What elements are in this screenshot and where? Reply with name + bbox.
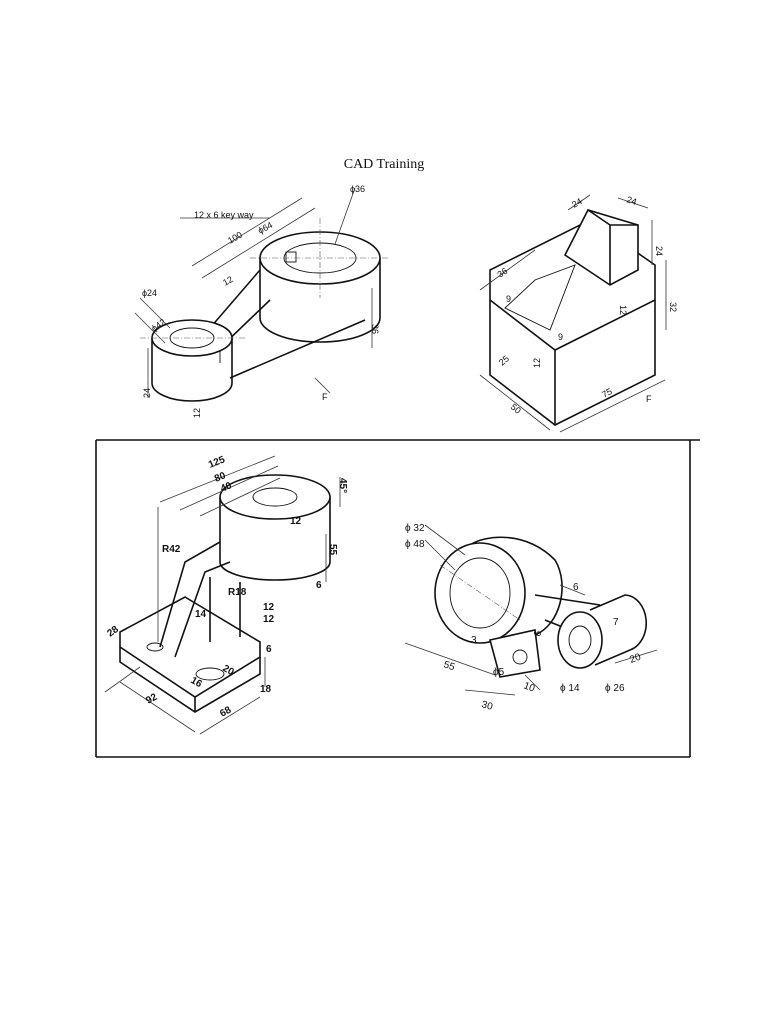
label-9a: 9	[506, 294, 511, 304]
label-20: 20	[628, 652, 643, 666]
label-45deg: 45°	[337, 478, 348, 493]
label-d64: ϕ64	[256, 220, 274, 236]
label-12b: 12	[263, 602, 275, 613]
label-18: 18	[260, 684, 272, 695]
label-12b: 12	[192, 408, 202, 418]
label-d32: ϕ 32	[405, 523, 425, 534]
label-6b: 6	[532, 629, 544, 638]
label-d26: ϕ 26	[605, 683, 625, 694]
label-92: 92	[144, 692, 159, 707]
label-d5: ϕ5	[493, 667, 505, 678]
label-6a: 6	[316, 580, 322, 591]
label-d24: ϕ24	[142, 288, 157, 298]
label-r42: R42	[162, 544, 181, 555]
label-d36: ϕ36	[350, 184, 365, 194]
label-6a: 6	[573, 582, 579, 593]
label-28: 28	[105, 624, 121, 640]
label-12c: 12	[263, 614, 275, 625]
label-3: 3	[471, 635, 477, 646]
label-12a: 12	[618, 305, 628, 315]
label-6b: 6	[266, 644, 272, 655]
label-d14: ϕ 14	[560, 683, 580, 694]
label-125: 125	[207, 454, 227, 471]
stepped-block-drawing: 24 24 24 36 9 9 12 32 25 12 50 75 F	[479, 194, 678, 433]
label-80: 80	[213, 470, 228, 485]
label-20: 20	[221, 663, 237, 678]
label-36: 36	[495, 266, 509, 280]
label-68: 68	[218, 705, 233, 720]
label-30: 30	[480, 699, 494, 713]
label-36: 36	[370, 324, 380, 334]
label-100: 100	[226, 230, 244, 246]
label-14: 14	[195, 609, 207, 620]
label-50: 50	[509, 402, 523, 416]
label-40: 40	[219, 480, 234, 495]
label-24c: 24	[654, 246, 664, 256]
label-f: F	[646, 394, 652, 404]
page-title: CAD Training	[343, 157, 425, 172]
label-f: F	[322, 392, 328, 402]
bearing-bracket-drawing: 125 80 40 45° 12 55 6 R42 R18 14 12 12 2…	[104, 454, 348, 735]
label-10: 10	[522, 680, 537, 694]
eccentric-link-drawing: ϕ 32 ϕ 48 6 7 3 6 ϕ5 55 10 20 ϕ 14 ϕ 26 …	[404, 523, 658, 713]
label-25: 25	[497, 353, 511, 367]
label-55: 55	[327, 544, 338, 556]
label-32: 32	[668, 302, 678, 312]
label-keyway: 12 x 6 key way	[194, 210, 254, 220]
label-12a: 12	[221, 274, 235, 288]
label-75: 75	[600, 386, 614, 400]
lever-arm-drawing: 12 x 6 key way ϕ36 ϕ64 100 12 ϕ24 ϕ42 36…	[134, 184, 390, 418]
label-55: 55	[442, 659, 456, 673]
label-r18: R18	[228, 587, 247, 598]
label-12b: 12	[532, 358, 542, 368]
label-9b: 9	[558, 332, 563, 342]
label-24: 24	[142, 388, 152, 398]
label-16: 16	[189, 675, 205, 690]
label-24b: 24	[625, 194, 638, 207]
label-24a: 24	[570, 196, 584, 210]
label-7: 7	[613, 617, 619, 628]
label-d48: ϕ 48	[405, 539, 425, 550]
label-12a: 12	[290, 516, 302, 527]
